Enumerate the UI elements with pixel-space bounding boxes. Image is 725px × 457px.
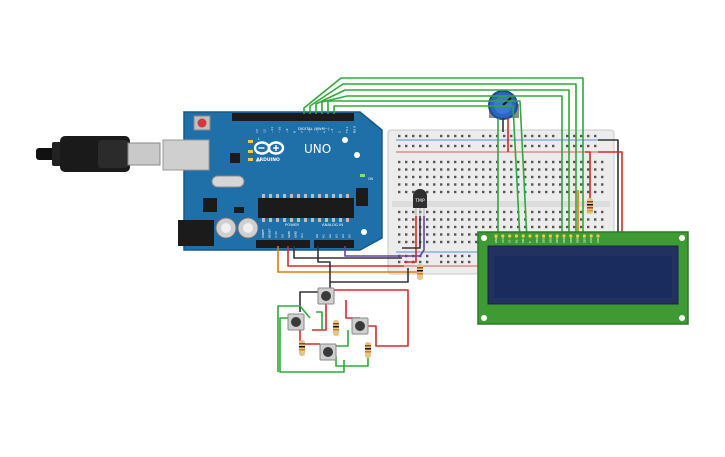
lcd-pin[interactable] <box>555 234 559 238</box>
power-pin-label: GND <box>287 230 291 238</box>
power-pin-label: GND <box>294 230 298 238</box>
lcd-pin[interactable] <box>562 234 566 238</box>
usb-cable <box>36 136 161 172</box>
analog-pin-label: A0 <box>315 234 319 238</box>
power-pin-label: 5V <box>281 233 285 238</box>
lcd-pin-label: LED <box>589 238 593 243</box>
lcd-pin-label: DB0 <box>535 237 539 243</box>
arduino-uno-board[interactable]: ARDUINO UNO DIGITAL (PWM~) POWER ANALOG … <box>162 111 383 251</box>
push-buttons <box>287 287 369 361</box>
led-rx-label: RX <box>256 159 261 163</box>
digital-header[interactable] <box>232 113 354 121</box>
push-button-3[interactable] <box>319 343 337 361</box>
digital-pin-label: 8 <box>293 131 297 133</box>
temperature-sensor[interactable]: TMP <box>413 189 427 216</box>
lcd-pin[interactable] <box>542 234 546 238</box>
push-button-2[interactable] <box>317 287 335 305</box>
lcd-pin-label: DB6 <box>576 237 580 243</box>
analog-pin-label: A4 <box>341 234 345 238</box>
lcd-pin[interactable] <box>501 234 505 238</box>
digital-pin-label: 4 <box>323 131 327 133</box>
lcd-pin[interactable] <box>596 234 600 238</box>
lcd-pin[interactable] <box>576 234 580 238</box>
lcd-pin-label: DB5 <box>569 237 573 243</box>
lcd-pin[interactable] <box>514 234 519 238</box>
resistors <box>299 198 593 358</box>
lcd-pin-label: DB3 <box>555 237 559 243</box>
lcd-pin-label: V0 <box>508 239 512 243</box>
led-tx-label: TX <box>255 151 261 155</box>
push-button-1[interactable] <box>287 313 305 331</box>
power-header[interactable] <box>256 240 310 248</box>
lcd-pin[interactable] <box>494 234 498 238</box>
analog-pin-label: A1 <box>322 234 326 238</box>
resistor-button-1 <box>299 340 305 356</box>
digital-pin-label: 13 <box>255 129 259 133</box>
atmega-chip-pins <box>262 194 349 222</box>
lcd-pin-label: DB1 <box>542 237 546 243</box>
lcd-screen <box>494 256 672 298</box>
arduino-logo-icon <box>253 141 285 155</box>
lcd-pin[interactable] <box>508 234 512 238</box>
digital-pin-label: 2 <box>338 131 342 133</box>
lcd-pin-label: DB4 <box>562 237 566 243</box>
lcd-pin-label: E <box>528 241 532 243</box>
lcd-pin-label: LED <box>596 238 600 243</box>
digital-pin-label: RX 0 <box>353 126 357 133</box>
lcd-pin[interactable] <box>521 234 525 238</box>
lcd-pin-label: DB7 <box>582 237 586 243</box>
resistor-button-2 <box>333 320 339 336</box>
lcd-pin[interactable] <box>535 234 539 238</box>
digital-header-label: DIGITAL (PWM~) <box>298 126 330 131</box>
power-pin-label: RESET <box>268 228 272 238</box>
digital-pin-label: ~5 <box>315 128 319 133</box>
digital-pin-label: ~6 <box>308 128 312 133</box>
analog-pin-label: A5 <box>348 234 352 238</box>
digital-pin-label: ~11 <box>270 127 274 133</box>
digital-pin-label: TX 1 <box>345 126 349 134</box>
resistor-button-3 <box>365 342 371 358</box>
lcd-pin-label: RW <box>521 238 525 243</box>
power-pin-label: 3.3V <box>274 230 278 238</box>
analog-header-label: ANALOG IN <box>322 222 343 227</box>
arduino-model-label: UNO <box>304 142 331 156</box>
lcd-pin-label: DB2 <box>548 237 552 243</box>
power-pin-label: Vin <box>300 233 304 238</box>
resistor-lcd <box>587 198 593 214</box>
lcd-pin-label: GND <box>494 237 498 243</box>
analog-pin-label: A2 <box>328 234 332 238</box>
analog-pin-label: A3 <box>335 234 339 238</box>
lcd-pin[interactable] <box>582 234 587 238</box>
lcd-pin[interactable] <box>589 234 593 238</box>
arduino-brand-label: ARDUINO <box>256 157 280 163</box>
push-button-4[interactable] <box>351 317 369 335</box>
digital-pin-label: ~9 <box>285 128 289 133</box>
digital-pin-label: 12 <box>263 129 267 133</box>
led-l-label: L <box>258 137 260 141</box>
lcd-pin[interactable] <box>528 234 532 238</box>
sensor-label: TMP <box>414 198 425 204</box>
digital-pin-label: ~3 <box>330 128 334 133</box>
lcd-pin-label: VCC <box>501 237 505 243</box>
digital-pin-label: ~10 <box>278 127 282 133</box>
power-pin-label: IOREF <box>261 229 265 238</box>
led-on-label: ON <box>368 177 374 181</box>
digital-pin-label: 7 <box>300 131 304 133</box>
lcd-pin-label: RS <box>514 239 518 243</box>
analog-header[interactable] <box>314 240 354 248</box>
resistor-sensor <box>417 264 423 280</box>
lcd-pin[interactable] <box>569 234 573 238</box>
power-header-label: POWER <box>285 222 299 227</box>
lcd-pin[interactable] <box>548 234 553 238</box>
